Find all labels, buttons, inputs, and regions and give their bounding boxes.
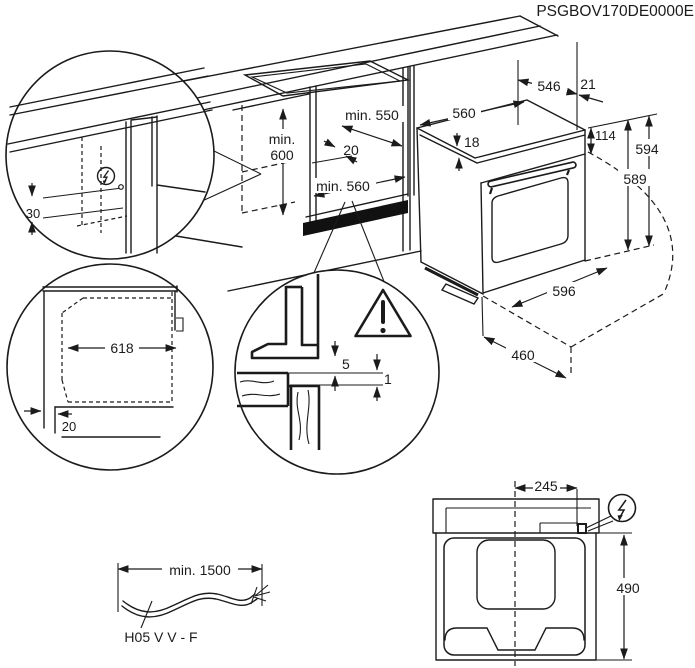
dim-front-clearance-label: 21 [580,76,596,92]
socket-point-dot [118,184,124,190]
dim-gap-above-label: 5 [342,356,350,372]
dim-plinth-inset-label: 20 [62,419,76,434]
niche-structure [175,65,422,294]
dim-oven-top-width-label: 560 [452,105,476,121]
niche-dimensions: min. 600 min. 550 20 min. 560 [264,106,406,216]
dim-niche-gap-label: 20 [343,142,359,158]
dim-open-door-depth-label: 460 [511,347,535,363]
detail-front-gap: 5 1 [234,269,440,475]
oven-door-window [491,176,569,264]
dim-oven-depth-label: 618 [110,340,134,356]
detail-side-section: 618 20 [6,263,214,471]
dim-niche-depth-label: min. 550 [345,107,399,123]
electrical-connection-icon [96,166,116,186]
dim-socket-offset-rear-label: 245 [534,478,558,494]
dim-height-frame-label: 594 [635,141,659,157]
dim-height-body-label: 589 [623,171,647,187]
warning-icon [354,288,412,338]
dim-niche-height-label2: 600 [270,147,294,163]
rear-view: 245 490 [432,478,645,666]
power-cable: min. 1500 H05 V V - F [117,561,271,645]
oven-door-handle [487,161,577,195]
dim-cable-length-label: min. 1500 [169,562,231,578]
dim-gap-step-label: 1 [384,371,392,387]
oven-dimensions: 546 21 560 18 114 594 589 596 460 [419,42,663,379]
dim-door-width-label: 596 [552,283,576,299]
dim-panel-height-label: 114 [595,128,616,143]
dim-socket-offset-label: 30 [26,206,40,221]
electrical-connection-icon-rear [585,493,637,532]
door-swing-arc [587,151,674,294]
dim-oven-top-depth-label: 546 [537,78,561,94]
countertop [183,15,559,111]
dim-top-edge-label: 18 [464,134,480,150]
cable-type-label: H05 V V - F [124,629,197,645]
detail-socket-position: 30 [5,50,215,260]
dim-socket-height-label: 490 [616,580,640,596]
plinth-vent-strip [303,200,408,236]
drawing-code: PSGBOV170DE0000E [536,3,694,20]
terminal-box [577,523,587,534]
oven-perspective [416,99,674,376]
dim-niche-width-label: min. 560 [316,178,370,194]
hob-cutout [242,60,411,97]
dim-niche-height-label1: min. [269,131,295,147]
